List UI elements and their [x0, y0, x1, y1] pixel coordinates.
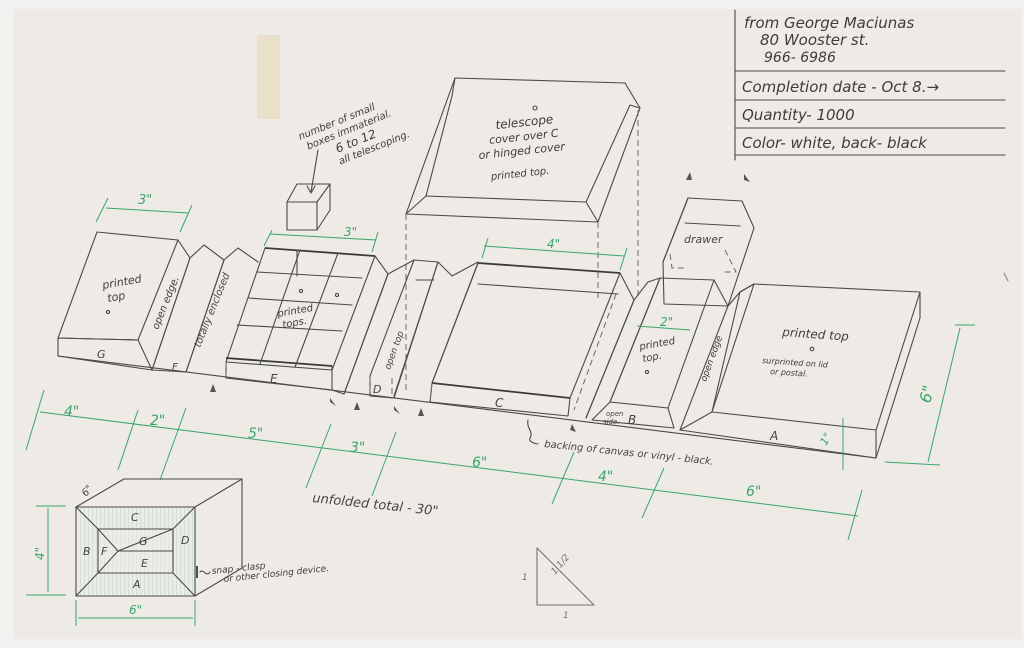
panel-label-g: G: [97, 348, 106, 361]
svg-text:telescope: telescope: [495, 112, 554, 132]
svg-text:3": 3": [344, 225, 357, 239]
small-boxes-note: number of small boxes immaterial. 6 to 1…: [297, 102, 411, 168]
fold-label-a: A: [132, 578, 141, 591]
dim-b-width: 2": [636, 315, 691, 331]
panel-e-notes: printed tops.: [276, 303, 315, 331]
panel-label-a: A: [769, 429, 778, 443]
panel-e: E: [225, 247, 389, 395]
panel-label-c: C: [495, 396, 504, 410]
svg-text:2": 2": [660, 315, 673, 329]
margin-tick: [1003, 272, 1009, 282]
fold-label-f: F: [101, 545, 108, 558]
svg-text:4": 4": [547, 237, 560, 251]
svg-text:top.: top.: [642, 351, 663, 365]
panel-a-notes: printed top surprinted on lid or postal.: [762, 325, 850, 379]
svg-text:1: 1: [522, 573, 528, 583]
cover-note: telescope cover over C or hinged cover p…: [478, 112, 567, 183]
completion-date: Completion date - Oct 8.→: [742, 78, 939, 96]
fold-label-d: D: [181, 534, 189, 547]
svg-text:open: open: [606, 410, 623, 418]
dim-seg-2: 2": [150, 413, 165, 429]
dim-seg-3: 5": [248, 426, 263, 442]
totally-enclosed-note: totally enclosed: [193, 271, 233, 349]
drawer-label: drawer: [684, 233, 724, 246]
telescope-cover: [405, 77, 641, 390]
phone-line: 966- 6986: [764, 50, 836, 66]
dim-g-width: 3": [95, 193, 193, 233]
address-line: 80 Wooster st.: [760, 31, 869, 49]
panel-label-d: D: [373, 383, 381, 396]
folded-box: C G D B F E A: [75, 478, 243, 597]
svg-text:top: top: [106, 289, 126, 305]
svg-text:printed top.: printed top.: [489, 166, 550, 183]
svg-text:side.: side.: [603, 418, 620, 426]
title-block: from George Maciunas 80 Wooster st. 966-…: [734, 9, 1006, 161]
ratio-triangle: 1 1/2 1 1: [522, 547, 595, 621]
dim-e-width: 3": [263, 225, 379, 253]
svg-text:1": 1": [817, 431, 834, 448]
fold-label-c: C: [131, 511, 139, 524]
folded-box-dims: 4" 6" 6": [26, 483, 196, 626]
svg-text:3": 3": [138, 193, 152, 208]
svg-text:open edge.: open edge.: [151, 275, 182, 331]
panel-d: D: [343, 259, 439, 399]
small-box-sketch: [286, 149, 331, 231]
dim-a-height: 6": [884, 324, 975, 466]
panel-label-b: B: [628, 413, 636, 427]
panel-b-notes: printed top. open edge: [638, 334, 726, 383]
svg-text:open edge: open edge: [699, 334, 725, 383]
fold-label-g: G: [139, 535, 148, 548]
color-spec: Color- white, back- black: [742, 134, 928, 152]
drawer-box: drawer: [662, 197, 755, 307]
panel-label-e: E: [270, 372, 278, 386]
panel-g-notes: printed top open edge.: [100, 272, 182, 331]
svg-text:1: 1: [563, 611, 569, 621]
fold-markers: [210, 172, 750, 432]
masking-tape: [257, 35, 280, 119]
dim-a-depth: 1": [817, 418, 844, 470]
quantity: Quantity- 1000: [742, 106, 855, 124]
dim-chain: 4" 2" 5" 3" 6" 4" 6": [25, 389, 863, 541]
dim-seg-1: 4": [64, 404, 79, 420]
panel-label-f: F: [172, 362, 178, 373]
fold-dim-height: 4": [33, 547, 47, 560]
open-top-note: open top: [383, 330, 406, 371]
svg-text:tops.: tops.: [282, 316, 308, 331]
svg-text:printed top: printed top: [781, 325, 850, 344]
dim-seg-4: 3": [350, 440, 365, 456]
fold-label-b: B: [83, 545, 91, 558]
svg-text:or postal.: or postal.: [770, 367, 808, 379]
fold-dim-width: 6": [129, 603, 142, 617]
backing-pointer: [527, 419, 539, 445]
snap-clasp-note: snap - clasp or other closing device.: [211, 561, 329, 585]
fold-label-e: E: [141, 557, 148, 570]
panel-b: B open side.: [585, 277, 755, 431]
fold-dim-depth: 6": [80, 483, 95, 498]
panel-a: A: [679, 283, 921, 459]
backing-line: [57, 355, 877, 459]
dim-seg-7: 6": [746, 484, 761, 500]
from-line: from George Maciunas: [744, 14, 914, 32]
dim-c-width: 4": [481, 237, 628, 271]
dim-seg-5: 6": [472, 455, 487, 471]
unfolded-total-note: unfolded total - 30": [312, 491, 439, 519]
panel-c: C: [393, 261, 635, 419]
svg-text:6": 6": [916, 383, 939, 405]
dim-seg-6: 4": [598, 469, 613, 485]
